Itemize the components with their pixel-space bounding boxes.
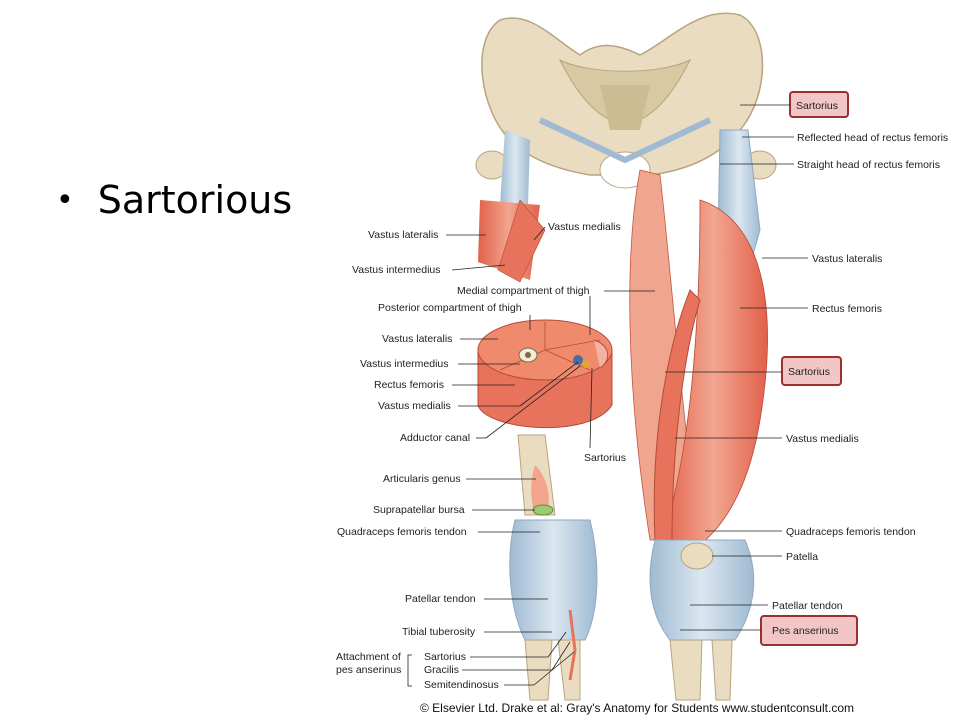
sartorius-mid-highlight xyxy=(781,356,842,386)
left-knee-illustration xyxy=(509,434,598,701)
label-posterior-compartment: Posterior compartment of thigh xyxy=(378,302,522,314)
label-vastus-intermedius-top-left: Vastus intermedius xyxy=(352,264,441,276)
label-reflected-head: Reflected head of rectus femoris xyxy=(797,132,948,144)
label-gracilis: Gracilis xyxy=(424,664,459,676)
label-tibial-tuberosity: Tibial tuberosity xyxy=(402,626,476,638)
label-medial-compartment: Medial compartment of thigh xyxy=(457,285,590,297)
detached-quadriceps-illustration xyxy=(478,130,546,283)
left-labels: Vastus lateralis Vastus medialis Vastus … xyxy=(336,221,655,691)
bullet-dot: • xyxy=(56,182,74,218)
label-rectus-femoris-right: Rectus femoris xyxy=(812,303,882,315)
label-attachment-line1: Attachment of xyxy=(336,651,401,663)
right-thigh-illustration xyxy=(629,129,768,701)
label-quad-tendon-right: Quadraceps femoris tendon xyxy=(786,526,916,538)
label-vastus-medialis-section: Vastus medialis xyxy=(378,400,451,412)
copyright-notice: © Elsevier Ltd. Drake et al: Gray's Anat… xyxy=(420,701,854,715)
label-rectus-femoris-section: Rectus femoris xyxy=(374,379,444,391)
label-vastus-lateralis-right: Vastus lateralis xyxy=(812,253,882,265)
label-vastus-medialis-right: Vastus medialis xyxy=(786,433,859,445)
label-sartorius-attach: Sartorius xyxy=(424,651,466,663)
sartorius-top-highlight xyxy=(789,91,849,118)
label-semitendinosus: Semitendinosus xyxy=(424,679,499,691)
bullet-item: • Sartorious xyxy=(56,178,292,222)
label-vastus-lateralis-top-left: Vastus lateralis xyxy=(368,229,438,241)
label-sartorius-mid: Sartorius xyxy=(788,366,830,378)
label-attachment-line2: pes anserinus xyxy=(336,664,401,676)
label-vastus-medialis-top-left: Vastus medialis xyxy=(548,221,621,233)
bullet-text: Sartorious xyxy=(97,178,293,222)
label-patellar-tendon-right: Patellar tendon xyxy=(772,600,843,612)
label-suprapatellar-bursa: Suprapatellar bursa xyxy=(373,504,465,516)
label-sartorius-section: Sartorius xyxy=(584,452,626,464)
label-sartorius-top: Sartorius xyxy=(796,100,838,112)
label-quad-tendon-left: Quadraceps femoris tendon xyxy=(337,526,467,538)
label-vastus-intermedius-section: Vastus intermedius xyxy=(360,358,449,370)
thigh-cross-section xyxy=(477,319,613,429)
label-articularis-genus: Articularis genus xyxy=(383,473,461,485)
label-vastus-lateralis-section: Vastus lateralis xyxy=(382,333,452,345)
label-patella: Patella xyxy=(786,551,818,563)
pelvis-illustration xyxy=(475,12,777,189)
right-labels: Sartorius Reflected head of rectus femor… xyxy=(665,91,948,646)
label-straight-head: Straight head of rectus femoris xyxy=(797,159,940,171)
label-adductor-canal: Adductor canal xyxy=(400,432,470,444)
label-patellar-tendon-left: Patellar tendon xyxy=(405,593,476,605)
pes-anserinus-highlight xyxy=(760,615,858,646)
label-pes-anserinus: Pes anserinus xyxy=(772,625,839,637)
